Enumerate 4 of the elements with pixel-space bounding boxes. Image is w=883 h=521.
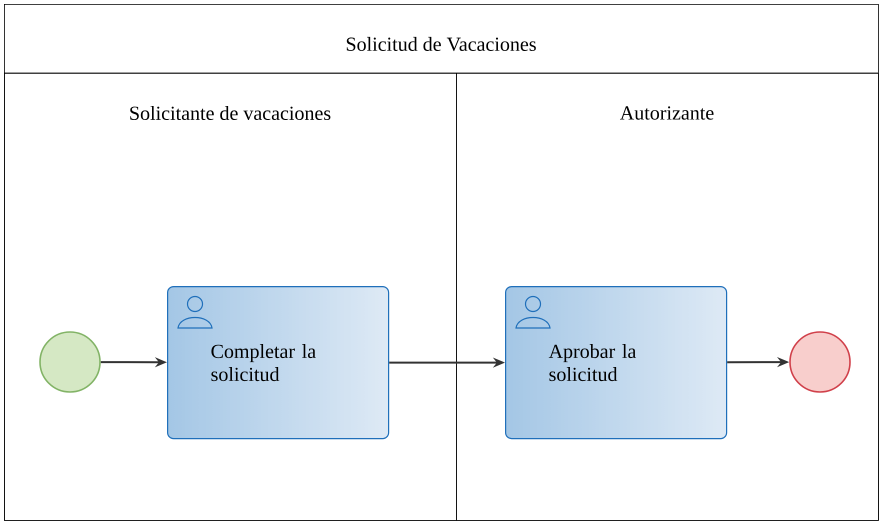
event-circle <box>39 331 101 393</box>
task-box: Aprobar la solicitud <box>505 286 728 440</box>
event-circle <box>789 331 851 393</box>
task-box: Completar la solicitud <box>167 286 390 440</box>
